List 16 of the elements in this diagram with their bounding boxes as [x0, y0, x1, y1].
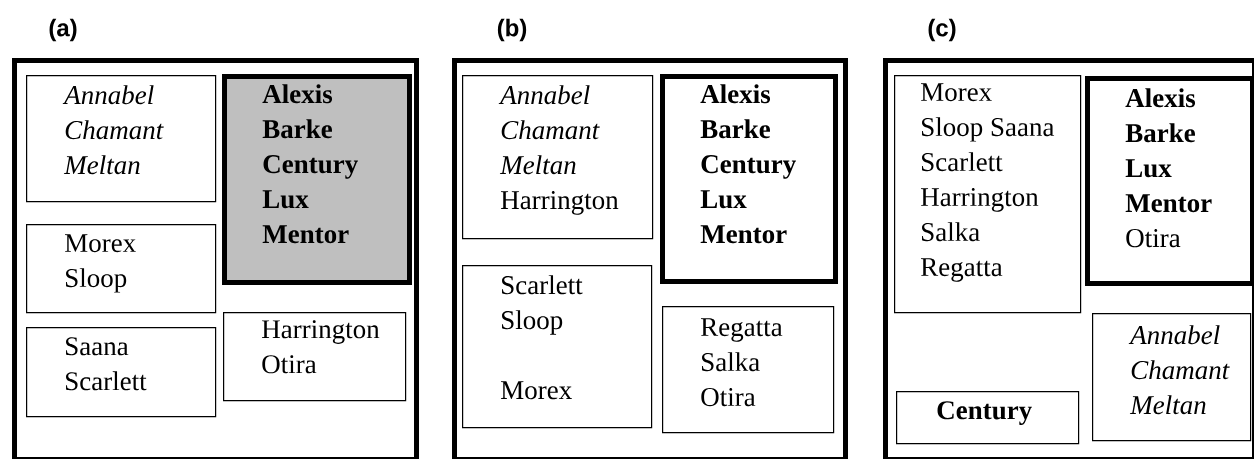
list-box: Annabel Chamant Meltan	[26, 75, 217, 203]
list-box: Harrington Otira	[223, 312, 407, 402]
list-box: Morex Sloop	[26, 224, 217, 314]
list-box: Alexis Barke Lux Mentor Otira	[1085, 76, 1254, 286]
list-box: Regatta Salka Otira	[662, 306, 835, 434]
panel-title: (c)	[928, 18, 956, 42]
panel-title: (a)	[49, 18, 77, 42]
list-box: Saana Scarlett	[26, 327, 217, 418]
panel-title: (b)	[497, 18, 527, 42]
list-box: Morex Sloop Saana Scarlett Harrington Salka Regatta	[894, 75, 1082, 314]
list-box: Alexis Barke Century Lux Mentor	[222, 74, 412, 285]
list-box: Annabel Chamant Meltan	[1092, 313, 1252, 442]
list-box: Scarlett Sloop Morex	[462, 265, 653, 429]
list-box: Annabel Chamant Meltan Harrington	[462, 75, 654, 240]
list-box: Alexis Barke Century Lux Mentor	[660, 74, 838, 284]
list-box: Century	[896, 391, 1080, 445]
